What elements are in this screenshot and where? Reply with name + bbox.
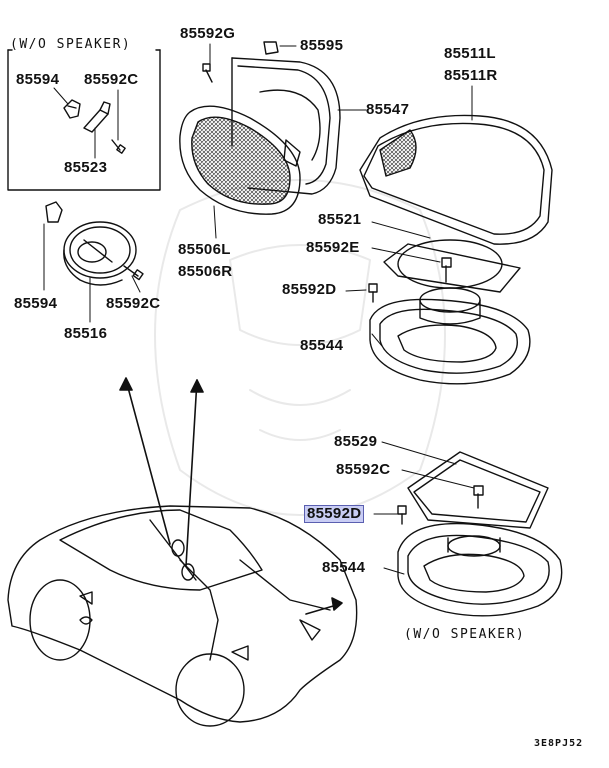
label-85592D-top[interactable]: 85592D [282, 281, 337, 298]
label-85511R[interactable]: 85511R [444, 67, 498, 84]
left-leaders [44, 224, 140, 322]
plate-85529 [408, 452, 548, 528]
label-85547[interactable]: 85547 [366, 101, 410, 118]
label-85592E[interactable]: 85592E [306, 239, 360, 256]
label-85592C-box[interactable]: 85592C [84, 71, 139, 88]
bracket-85544-bottom [398, 524, 562, 616]
clip-85594 [46, 202, 62, 222]
diagram-code: 3E8PJ52 [534, 738, 584, 749]
box-leaders [54, 88, 118, 158]
label-85594-box[interactable]: 85594 [16, 71, 60, 88]
label-85592D-highlighted[interactable]: 85592D [304, 505, 365, 523]
screw-85592C-box [112, 140, 125, 153]
label-85506L[interactable]: 85506L [178, 241, 231, 258]
screw-85592D-top [369, 284, 377, 302]
clip-85595 [264, 42, 278, 54]
watermark-emblem [155, 180, 445, 515]
label-85506R[interactable]: 85506R [178, 263, 233, 280]
label-85594[interactable]: 85594 [14, 295, 58, 312]
bracket-85544-top [370, 299, 530, 383]
label-85544-top[interactable]: 85544 [300, 337, 344, 354]
label-85516[interactable]: 85516 [64, 325, 108, 342]
screw-85592C-left [124, 266, 143, 280]
label-85529[interactable]: 85529 [334, 433, 378, 450]
label-85521[interactable]: 85521 [318, 211, 362, 228]
screw-85592E [442, 258, 451, 282]
screw-85592D-highlight [398, 506, 406, 524]
note-wo-speaker-top: (W/O SPEAKER) [10, 37, 132, 52]
label-85592G[interactable]: 85592G [180, 25, 236, 42]
clip-85594-box [64, 100, 80, 118]
label-85595[interactable]: 85595 [300, 37, 344, 54]
label-85544-bottom[interactable]: 85544 [322, 559, 366, 576]
note-wo-speaker-bottom: (W/O SPEAKER) [404, 627, 526, 642]
screw-85592G [203, 64, 212, 82]
bracket-85523 [84, 102, 110, 132]
speaker-cover-85511 [360, 115, 552, 244]
grille-85506 [180, 106, 300, 214]
bottom-right-leaders [382, 442, 474, 574]
screw-85592C-bottom [474, 486, 483, 508]
label-85511L[interactable]: 85511L [444, 45, 496, 62]
label-85523[interactable]: 85523 [64, 159, 108, 176]
speaker-85516 [64, 222, 136, 285]
label-85592C-left[interactable]: 85592C [106, 295, 161, 312]
wo-speaker-box [8, 50, 160, 190]
top-right-leaders [346, 222, 440, 346]
car-illustration [8, 506, 357, 726]
location-arrows [120, 378, 342, 614]
housing-85547 [232, 58, 340, 194]
label-85592C-bottom[interactable]: 85592C [336, 461, 391, 478]
mid-leaders [210, 44, 366, 238]
